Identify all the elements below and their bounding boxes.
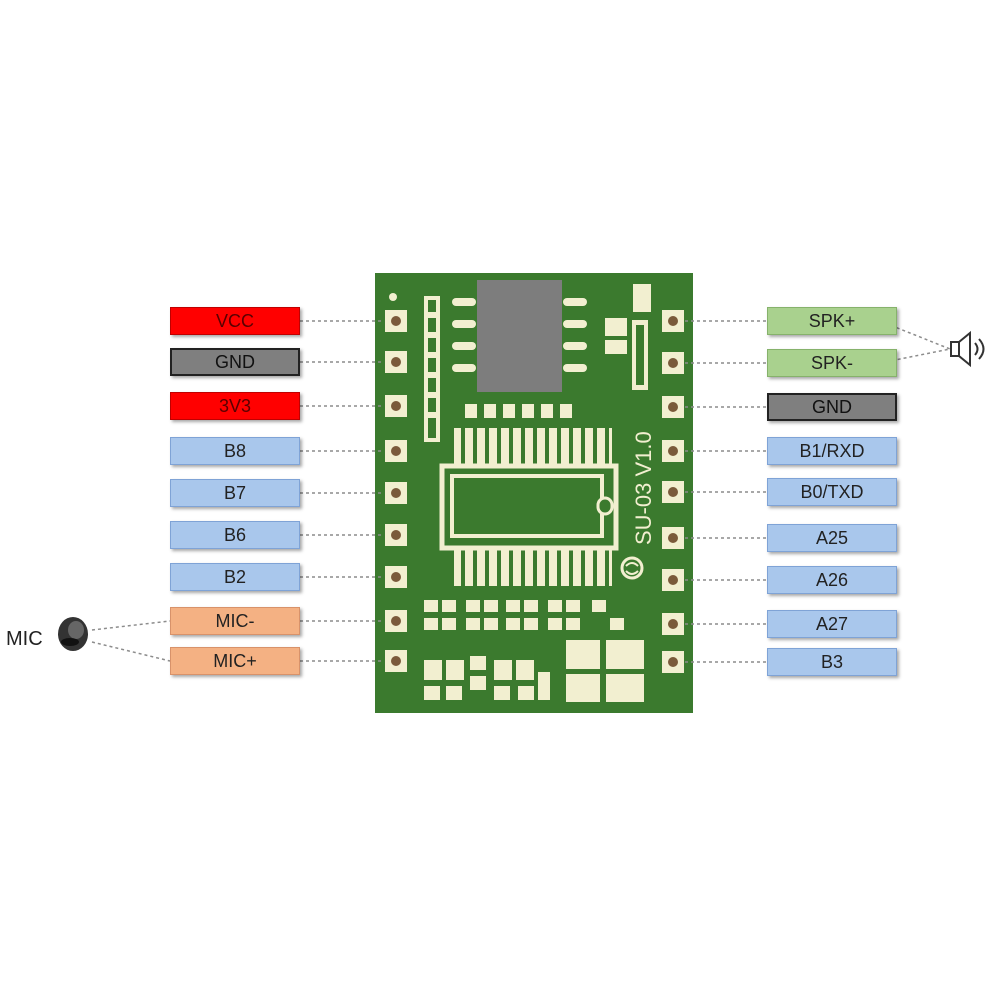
leader-mic-minus — [91, 620, 171, 631]
left-edge-pads — [385, 310, 407, 672]
pin-label-right-7: A27 — [767, 610, 897, 638]
pin-label-right-3: B1/RXD — [767, 437, 897, 465]
pad-right-1-hole — [668, 358, 678, 368]
pad-left-2-hole — [391, 401, 401, 411]
mounting-hole — [389, 293, 397, 301]
pad-right-8-hole — [668, 657, 678, 667]
pin-label-left-7: MIC- — [170, 607, 300, 635]
pad-left-4-hole — [391, 488, 401, 498]
pad-right-2-hole — [668, 402, 678, 412]
pin-label-left-3: B8 — [170, 437, 300, 465]
leader-mic-plus — [91, 641, 171, 662]
pad-right-7-hole — [668, 619, 678, 629]
pin-label-right-1: SPK- — [767, 349, 897, 377]
board-silkscreen: SU-03 V1.0 — [631, 431, 656, 545]
pad-right-4-hole — [668, 487, 678, 497]
pin-label-left-8: MIC+ — [170, 647, 300, 675]
pad-left-7-hole — [391, 616, 401, 626]
pin-label-right-4: B0/TXD — [767, 478, 897, 506]
pin-label-left-6: B2 — [170, 563, 300, 591]
pin-label-right-5: A25 — [767, 524, 897, 552]
pin-label-left-1: GND — [170, 348, 300, 376]
smd-pads-row — [465, 404, 572, 418]
pad-right-6-hole — [668, 575, 678, 585]
pad-right-3-hole — [668, 446, 678, 456]
pin-label-right-8: B3 — [767, 648, 897, 676]
speaker-icon — [950, 330, 985, 368]
silkscreen-logo-icon — [620, 556, 644, 580]
pad-right-0-hole — [668, 316, 678, 326]
pin-label-left-4: B7 — [170, 479, 300, 507]
leader-lines — [91, 320, 951, 663]
pad-left-0-hole — [391, 316, 401, 326]
pad-left-8-hole — [391, 656, 401, 666]
mic-label: MIC — [6, 628, 43, 650]
pin-label-right-2: GND — [767, 393, 897, 421]
pin-label-right-6: A26 — [767, 566, 897, 594]
ic-leads — [452, 298, 587, 372]
pin-label-left-2: 3V3 — [170, 392, 300, 420]
microphone-icon — [58, 617, 88, 651]
pad-right-5-hole — [668, 533, 678, 543]
pin-label-right-0: SPK+ — [767, 307, 897, 335]
ic-chip — [477, 280, 562, 392]
pad-left-1-hole — [391, 357, 401, 367]
pad-left-3-hole — [391, 446, 401, 456]
smd-pads-grid — [424, 600, 624, 700]
pad-left-5-hole — [391, 530, 401, 540]
pad-left-6-hole — [391, 572, 401, 582]
right-edge-pads — [662, 310, 684, 673]
pin-label-left-0: VCC — [170, 307, 300, 335]
pin-label-left-5: B6 — [170, 521, 300, 549]
